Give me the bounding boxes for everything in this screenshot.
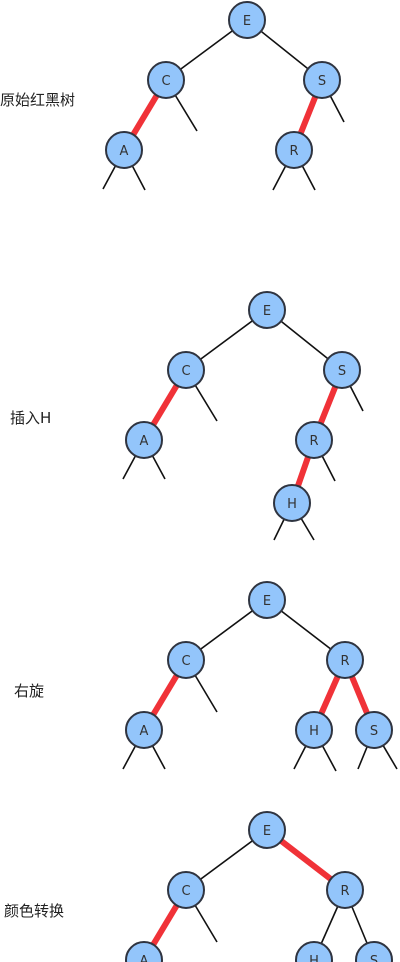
node-label: R — [340, 884, 349, 899]
tree-node-h: H — [295, 711, 333, 749]
tree-node-a: A — [125, 941, 163, 962]
tree-node-s: S — [355, 711, 393, 749]
node-circle — [326, 871, 364, 909]
node-label: H — [287, 497, 297, 512]
node-label: R — [289, 144, 298, 159]
stage-label-color-flip: 颜色转换 — [4, 902, 65, 920]
node-circle — [295, 941, 333, 962]
stage-label-rotate: 右旋 — [14, 682, 45, 700]
tree-node-a: A — [105, 131, 143, 169]
node-label: S — [370, 954, 378, 962]
node-circle — [167, 641, 205, 679]
node-label: E — [263, 824, 271, 839]
node-circle — [248, 581, 286, 619]
node-label: A — [140, 434, 149, 449]
node-circle — [355, 711, 393, 749]
node-circle — [228, 1, 266, 39]
tree-node-e: E — [248, 291, 286, 329]
node-label: R — [309, 434, 318, 449]
node-circle — [167, 871, 205, 909]
tree-node-r: R — [326, 871, 364, 909]
node-circle — [355, 941, 393, 962]
node-label: E — [263, 304, 271, 319]
tree-node-c: C — [147, 61, 185, 99]
node-circle — [273, 484, 311, 522]
node-label: A — [140, 724, 149, 739]
tree-node-e: E — [248, 811, 286, 849]
node-circle — [275, 131, 313, 169]
node-label: C — [161, 74, 170, 89]
tree-node-s: S — [303, 61, 341, 99]
node-label: H — [309, 724, 319, 739]
node-label: E — [263, 594, 271, 609]
node-label: C — [181, 364, 190, 379]
tree-node-r: R — [275, 131, 313, 169]
tree-node-c: C — [167, 871, 205, 909]
tree-node-h: H — [295, 941, 333, 962]
node-circle — [125, 421, 163, 459]
node-circle — [326, 641, 364, 679]
stage-label-original: 原始红黑树 — [0, 91, 76, 109]
tree-node-s: S — [323, 351, 361, 389]
node-label: S — [338, 364, 346, 379]
tree-node-r: R — [326, 641, 364, 679]
stage-label-insert: 插入H — [10, 409, 52, 427]
node-label: E — [243, 14, 251, 29]
node-circle — [295, 711, 333, 749]
node-circle — [105, 131, 143, 169]
node-label: C — [181, 884, 190, 899]
node-circle — [125, 711, 163, 749]
node-circle — [303, 61, 341, 99]
tree-node-a: A — [125, 711, 163, 749]
node-label: R — [340, 654, 349, 669]
tree-stage-1: E C S A R H — [122, 291, 364, 541]
tree-node-e: E — [228, 1, 266, 39]
node-label: A — [120, 144, 129, 159]
tree-stage-0: E C S A R — [102, 1, 345, 191]
node-label: S — [318, 74, 326, 89]
tree-node-h: H — [273, 484, 311, 522]
node-circle — [295, 421, 333, 459]
node-label: A — [140, 954, 149, 962]
node-circle — [248, 811, 286, 849]
tree-node-c: C — [167, 351, 205, 389]
node-label: C — [181, 654, 190, 669]
tree-node-c: C — [167, 641, 205, 679]
node-circle — [147, 61, 185, 99]
node-circle — [125, 941, 163, 962]
node-label: S — [370, 724, 378, 739]
tree-node-a: A — [125, 421, 163, 459]
tree-stage-3: E C R A H S — [125, 811, 393, 962]
tree-node-s: S — [355, 941, 393, 962]
tree-stage-2: E C R A H S — [122, 581, 398, 772]
tree-node-r: R — [295, 421, 333, 459]
node-circle — [167, 351, 205, 389]
node-label: H — [309, 954, 319, 962]
node-circle — [323, 351, 361, 389]
node-circle — [248, 291, 286, 329]
tree-node-e: E — [248, 581, 286, 619]
